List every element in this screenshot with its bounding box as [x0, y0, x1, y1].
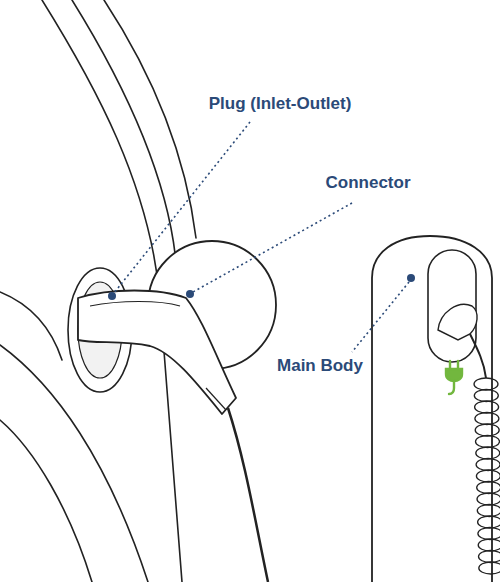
coil-winding: [477, 493, 500, 505]
car-pillar-line: [104, 0, 196, 238]
coil-winding: [476, 459, 500, 471]
car-body-line: [0, 345, 148, 582]
coil-winding: [478, 516, 500, 528]
station-body: [372, 236, 492, 582]
leader-lines: [114, 122, 409, 352]
plug-handle-edge: [90, 302, 180, 307]
plug-handle-edge: [206, 388, 226, 410]
part-label: Plug (Inlet-Outlet): [207, 94, 354, 114]
coil-winding: [474, 378, 498, 390]
car-body-line: [0, 420, 92, 582]
part-label: Main Body: [275, 356, 365, 376]
plug-handle: [78, 291, 236, 415]
leader-dots: [108, 274, 415, 300]
car-pillar-line: [72, 0, 176, 262]
plug-icon: [446, 361, 462, 394]
coil-winding: [477, 505, 500, 517]
coil-winding: [476, 470, 500, 482]
coil-winding: [475, 401, 499, 413]
coil-winding: [474, 390, 498, 402]
coiled-cable: [474, 378, 500, 574]
coil-winding: [476, 447, 500, 459]
part-label: Connector: [324, 173, 413, 193]
coiled-cable-start: [470, 334, 486, 378]
charging-cable: [228, 408, 268, 582]
coil-winding: [477, 482, 500, 494]
coil-winding: [478, 528, 500, 540]
coil-winding: [475, 424, 499, 436]
car-body-line: [0, 292, 62, 360]
coil-winding: [476, 436, 500, 448]
coil-winding: [478, 539, 500, 551]
coil-winding: [479, 562, 500, 574]
coil-winding: [475, 413, 499, 425]
coil-winding: [479, 551, 500, 563]
